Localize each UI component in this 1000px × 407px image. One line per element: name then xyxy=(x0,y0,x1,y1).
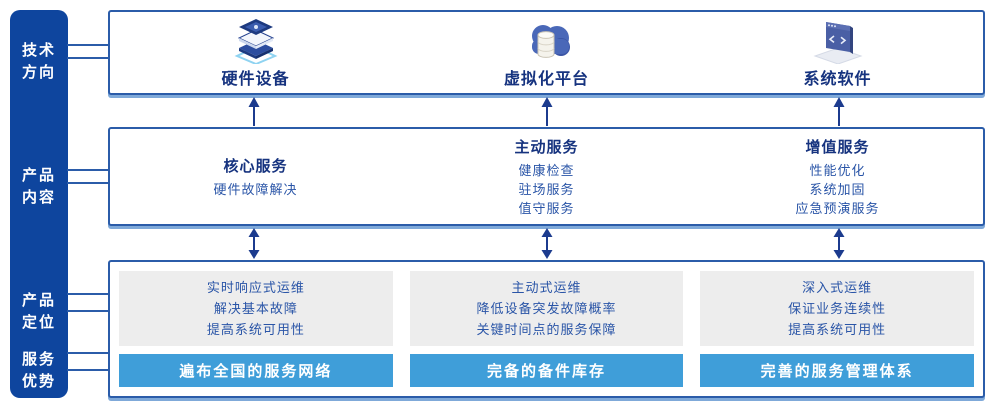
connector-line xyxy=(67,57,108,59)
positioning-line: 深入式运维 xyxy=(802,280,873,295)
product-content-box: 核心服务 硬件故障解决 主动服务 健康检查 驻场服务 值守服务 增值服务 性能优… xyxy=(108,127,985,226)
positioning-line: 提高系统可用性 xyxy=(206,322,305,337)
positioning-line: 保证业务连续性 xyxy=(788,301,887,316)
service-column-value-added: 增值服务 性能优化 系统加固 应急预演服务 xyxy=(692,129,983,224)
service-item: 值守服务 xyxy=(518,200,575,216)
tech-col-hardware: 硬件设备 xyxy=(110,12,401,93)
tech-label: 系统软件 xyxy=(803,71,872,88)
cloud-database-icon xyxy=(520,16,574,64)
tech-label: 虚拟化平台 xyxy=(503,71,589,88)
service-item: 系统加固 xyxy=(809,181,866,197)
sidebar-label-product-content: 产品 内容 xyxy=(21,167,56,206)
up-arrow-icon xyxy=(541,97,553,126)
service-column-core: 核心服务 硬件故障解决 xyxy=(110,129,401,224)
up-arrow-icon xyxy=(248,97,260,126)
connector-line xyxy=(67,44,108,46)
tech-col-software: 系统软件 xyxy=(692,12,983,93)
service-item: 健康检查 xyxy=(518,162,575,178)
software-screen-icon xyxy=(811,16,865,64)
double-arrow-icon xyxy=(833,228,845,259)
server-stack-icon xyxy=(230,16,282,64)
connector-line xyxy=(67,310,108,312)
positioning-line: 解决基本故障 xyxy=(213,301,298,316)
positioning-panel: 实时响应式运维 解决基本故障 提高系统可用性 xyxy=(119,271,393,346)
positioning-line: 实时响应式运维 xyxy=(206,280,305,295)
advantage-bar: 完善的服务管理体系 xyxy=(700,354,975,387)
connector-line xyxy=(67,369,108,371)
service-item: 驻场服务 xyxy=(518,181,575,197)
service-item: 应急预演服务 xyxy=(795,200,880,216)
advantage-bar: 遍布全国的服务网络 xyxy=(119,354,393,387)
connector-line xyxy=(67,352,108,354)
positioning-panel: 主动式运维 降低设备突发故障概率 关键时间点的服务保障 xyxy=(409,271,684,346)
advantage-bar: 完备的备件库存 xyxy=(409,354,684,387)
positioning-column-proactive: 主动式运维 降低设备突发故障概率 关键时间点的服务保障 完备的备件库存 xyxy=(409,271,684,387)
positioning-column-realtime: 实时响应式运维 解决基本故障 提高系统可用性 遍布全国的服务网络 xyxy=(119,271,393,387)
positioning-line: 降低设备突发故障概率 xyxy=(476,301,617,316)
tech-label: 硬件设备 xyxy=(221,71,290,88)
service-title: 主动服务 xyxy=(514,138,579,156)
connector-line xyxy=(67,293,108,295)
service-column-proactive: 主动服务 健康检查 驻场服务 值守服务 xyxy=(401,129,692,224)
service-item: 硬件故障解决 xyxy=(213,181,298,197)
double-arrow-icon xyxy=(541,228,553,259)
service-title: 增值服务 xyxy=(805,138,870,156)
tech-col-virtualization: 虚拟化平台 xyxy=(401,12,692,93)
positioning-line: 主动式运维 xyxy=(511,280,582,295)
tech-direction-box: 硬件设备 虚拟化平台 xyxy=(108,10,985,95)
sidebar-label-tech-direction: 技术 方向 xyxy=(21,42,56,81)
positioning-column-indepth: 深入式运维 保证业务连续性 提高系统可用性 完善的服务管理体系 xyxy=(700,271,975,387)
service-title: 核心服务 xyxy=(223,157,288,175)
double-arrow-icon xyxy=(248,228,260,259)
product-positioning-box: 实时响应式运维 解决基本故障 提高系统可用性 遍布全国的服务网络 主动式运维 降… xyxy=(108,260,985,398)
sidebar-label-service-advantage: 服务 优势 xyxy=(21,351,56,390)
up-arrow-icon xyxy=(833,97,845,126)
positioning-panel: 深入式运维 保证业务连续性 提高系统可用性 xyxy=(700,271,975,346)
positioning-line: 关键时间点的服务保障 xyxy=(476,322,617,337)
connector-line xyxy=(67,182,108,184)
service-item: 性能优化 xyxy=(809,162,866,178)
positioning-line: 提高系统可用性 xyxy=(788,322,887,337)
sidebar-label-product-positioning: 产品 定位 xyxy=(21,292,56,331)
connector-line xyxy=(67,169,108,171)
sidebar: 技术 方向 产品 内容 产品 定位 服务 优势 xyxy=(10,10,68,398)
